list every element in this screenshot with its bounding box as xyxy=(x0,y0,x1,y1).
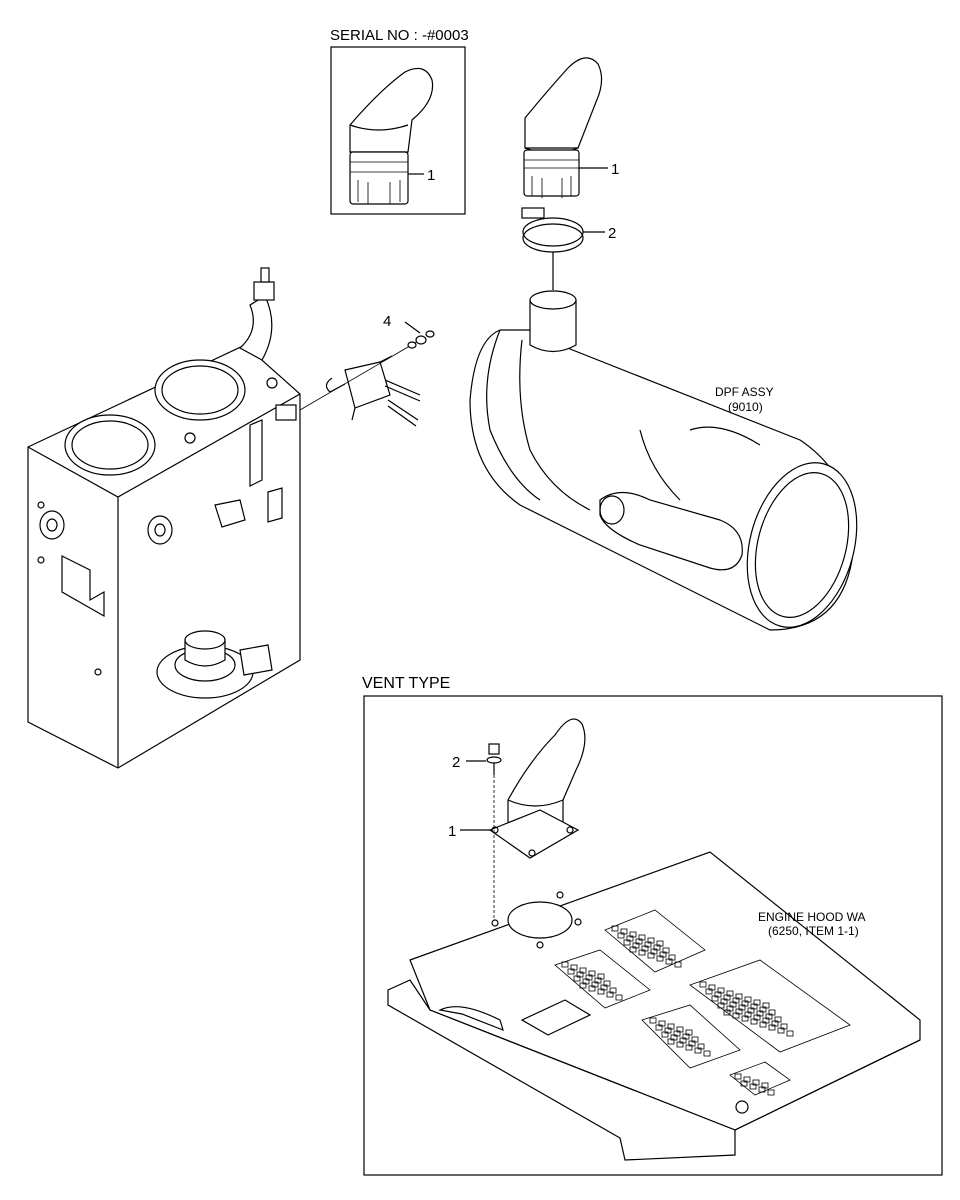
grille-slot xyxy=(615,994,623,1001)
hood-name: ENGINE HOOD WA xyxy=(758,910,866,924)
callout-2-main: 2 xyxy=(608,225,616,242)
grille-slot xyxy=(741,1015,749,1022)
vent-callout-1: 1 xyxy=(448,823,456,840)
dpf-outlet-pipe xyxy=(599,491,743,571)
grille-slot xyxy=(561,961,569,968)
vent-frame xyxy=(363,695,943,1176)
grille-slot xyxy=(703,1050,711,1057)
serial-inset-title: SERIAL NO : -#0003 xyxy=(330,27,469,44)
dpf-inlet xyxy=(529,299,577,353)
exhaust-assembly: 1 2 xyxy=(521,57,619,290)
serial-inset: SERIAL NO : -#0003 1 xyxy=(330,27,469,215)
tank-assembly xyxy=(27,267,301,769)
grille-slot xyxy=(768,1024,776,1031)
dpf-name: DPF ASSY xyxy=(715,385,774,399)
grille-slot xyxy=(656,955,664,962)
tank-strap xyxy=(249,419,263,487)
grille-slot xyxy=(676,1041,684,1048)
exhaust-sleeve-inset xyxy=(349,151,409,205)
vent-inset: VENT TYPE 1 xyxy=(362,675,943,1176)
hood-ref: (6250, ITEM 1-1) xyxy=(768,924,859,938)
callout-1-inset: 1 xyxy=(427,167,435,184)
grille-slot xyxy=(750,1018,758,1025)
grille-slot xyxy=(777,1027,785,1034)
grille-slot xyxy=(588,985,596,992)
engine-hood-plate xyxy=(409,851,921,1131)
grille-slot xyxy=(674,961,682,968)
grille-slot xyxy=(649,1017,657,1024)
grille-slot xyxy=(759,1021,767,1028)
grille-slot xyxy=(655,1024,663,1031)
grille-slot xyxy=(685,1044,693,1051)
vent-flange xyxy=(488,809,580,859)
grille-slot xyxy=(667,1038,675,1045)
hood-latch xyxy=(735,1100,749,1114)
grille-slot xyxy=(732,1012,740,1019)
dpf-assembly: DPF ASSY (9010) xyxy=(469,290,858,631)
hood-vent-hole xyxy=(507,901,573,939)
grille-slot xyxy=(740,1080,748,1087)
grille-slot xyxy=(661,1031,669,1038)
grille-slot xyxy=(611,925,619,932)
vent-title: VENT TYPE xyxy=(362,675,450,692)
grille-slot xyxy=(705,988,713,995)
grille-slot xyxy=(699,981,707,988)
grille-slot xyxy=(749,1083,757,1090)
pipe-clamp xyxy=(522,217,584,247)
connector-block xyxy=(61,555,105,618)
tank-bracket xyxy=(214,499,246,528)
tank-cover-left xyxy=(64,414,156,476)
grille-slot xyxy=(758,1086,766,1093)
grille-slot xyxy=(567,968,575,975)
tank-filler-neck xyxy=(238,295,273,361)
grille-slot xyxy=(665,958,673,965)
grille-slot xyxy=(579,982,587,989)
hood-handle xyxy=(438,1006,504,1032)
dpf-ref: (9010) xyxy=(728,400,763,414)
serial-inset-frame xyxy=(330,46,466,215)
grille-slot xyxy=(623,939,631,946)
exhaust-sleeve xyxy=(523,149,580,197)
exhaust-elbow xyxy=(524,57,603,149)
pressure-sensor xyxy=(344,361,391,409)
grille-slot xyxy=(711,995,719,1002)
dpf-end-cap xyxy=(746,462,858,628)
grille-slot xyxy=(723,1009,731,1016)
hood-rim xyxy=(387,979,736,1161)
grille-slot xyxy=(717,1002,725,1009)
callout-4: 4 xyxy=(383,313,391,330)
grille-slot xyxy=(638,949,646,956)
clamp-bolt xyxy=(521,207,545,219)
fitting-nut xyxy=(407,341,417,349)
grille-slot xyxy=(573,975,581,982)
grille-slot xyxy=(617,932,625,939)
grille-slot xyxy=(629,946,637,953)
grille-slot xyxy=(786,1030,794,1037)
callout-1-main: 1 xyxy=(611,161,619,178)
tank-cover-right xyxy=(154,359,246,421)
vent-callout-2: 2 xyxy=(452,754,460,771)
grille-slot xyxy=(767,1089,775,1096)
filler-cap xyxy=(253,281,275,301)
sensor-mount xyxy=(275,404,297,421)
sensor-assembly: 4 xyxy=(299,313,435,427)
grille-slot xyxy=(606,991,614,998)
port-right xyxy=(147,515,173,545)
drain-elbow xyxy=(239,644,273,676)
grille-slot xyxy=(647,952,655,959)
hood-access-panel xyxy=(520,999,592,1036)
grille-slot xyxy=(597,988,605,995)
vent-bolt xyxy=(488,743,500,755)
grille-slot xyxy=(734,1073,742,1080)
port-left xyxy=(39,510,65,540)
exhaust-elbow-inset xyxy=(349,67,434,153)
grille-slot xyxy=(694,1047,702,1054)
grille-pattern xyxy=(554,909,851,1096)
